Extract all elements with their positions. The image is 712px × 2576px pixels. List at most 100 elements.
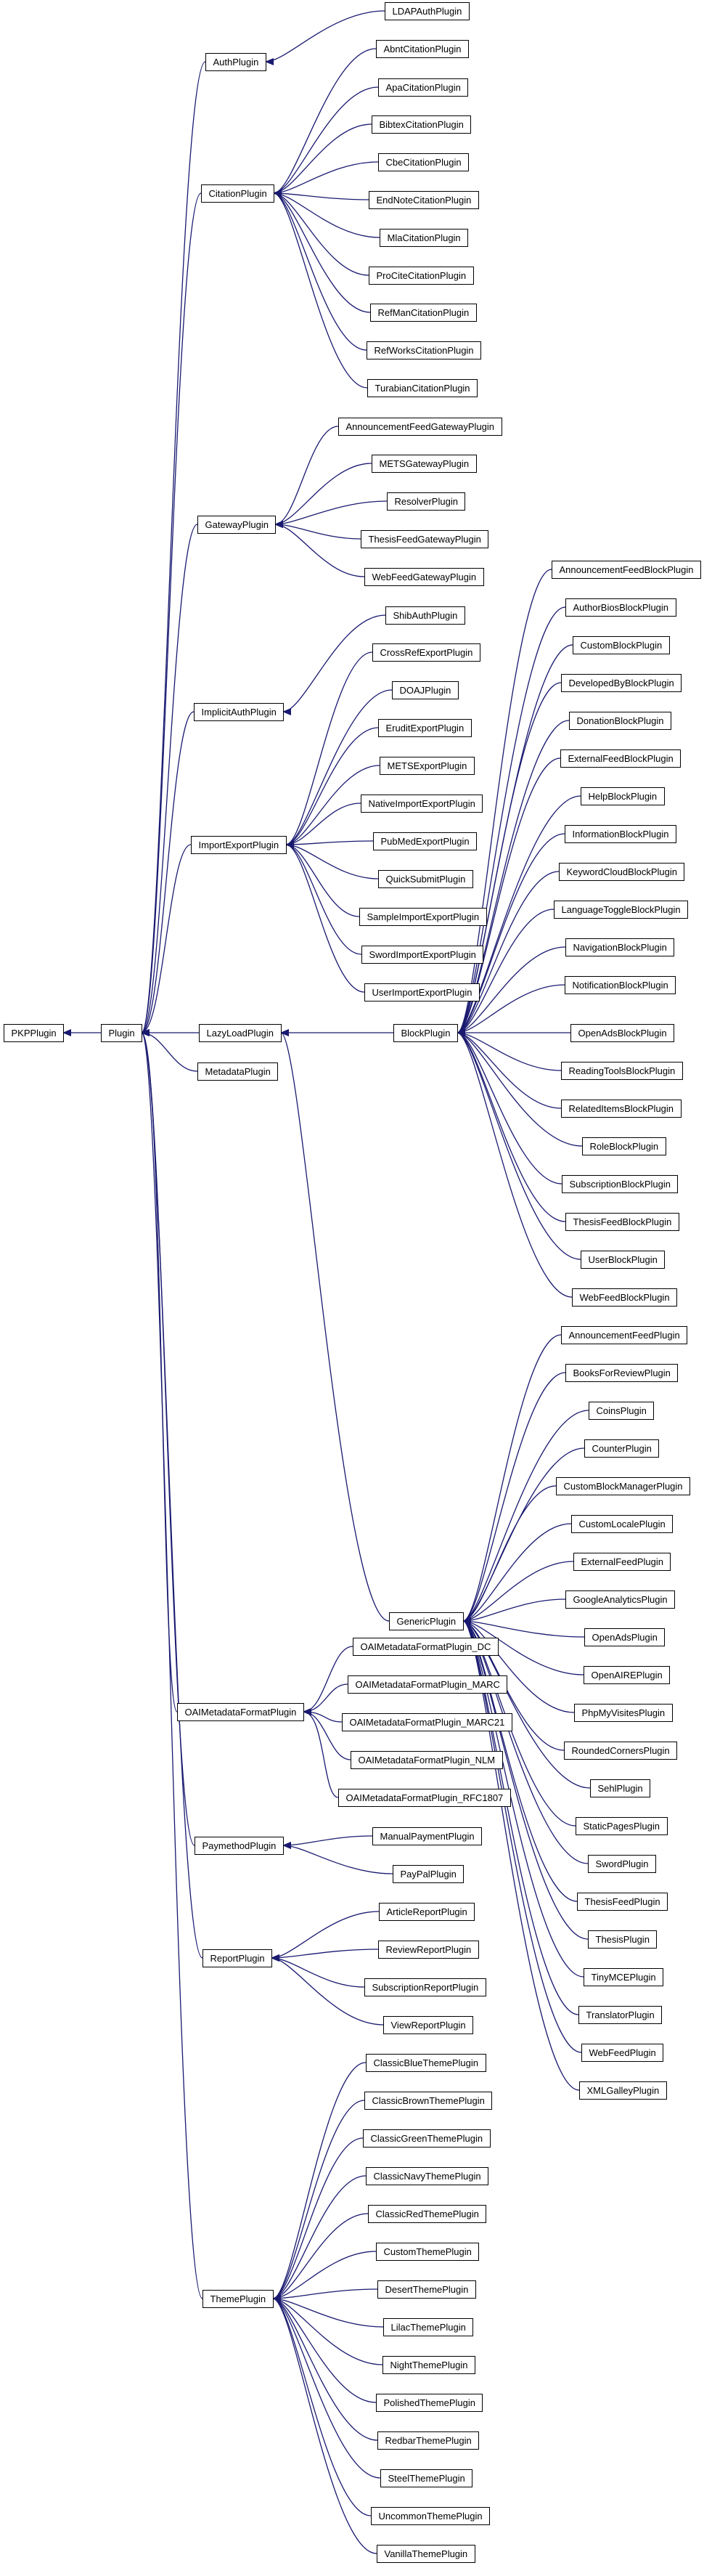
- node-label: PubMedExportPlugin: [381, 836, 470, 847]
- node-notification-block-plugin: NotificationBlockPlugin: [565, 976, 676, 994]
- node-box: [361, 795, 483, 813]
- node-box: [4, 1024, 64, 1042]
- edge-native-import-export-plugin-to-import-export-plugin: [285, 803, 361, 848]
- node-box: [202, 1949, 272, 1967]
- node-box: [377, 2545, 475, 2563]
- node-box: [584, 1439, 659, 1458]
- node-oai-metadata-format-plugin: OAIMetadataFormatPlugin: [177, 1703, 304, 1721]
- node-box: [363, 2129, 491, 2148]
- node-php-my-visites-plugin: PhpMyVisitesPlugin: [574, 1704, 673, 1722]
- edge-classic-green-theme-plugin-to-theme-plugin: [272, 2137, 364, 2302]
- node-cbe-citation-plugin: CbeCitationPlugin: [378, 153, 469, 171]
- node-implicit-auth-plugin: ImplicitAuthPlugin: [194, 703, 284, 721]
- node-label: OpenAdsBlockPlugin: [578, 1028, 667, 1039]
- node-label: ManualPaymentPlugin: [380, 1831, 475, 1842]
- node-label: OAIMetadataFormatPlugin_MARC: [356, 1679, 500, 1690]
- node-box: [380, 229, 468, 247]
- edge-turabian-citation-plugin-to-citation-plugin: [273, 190, 368, 389]
- node-box: [369, 191, 479, 209]
- node-label: StaticPagesPlugin: [584, 1821, 660, 1832]
- node-label: RedbarThemePlugin: [385, 2435, 472, 2446]
- node-label: UserBlockPlugin: [589, 1254, 658, 1265]
- node-label: OpenAIREPlugin: [592, 1670, 663, 1681]
- node-cross-ref-export-plugin: CrossRefExportPlugin: [372, 643, 480, 662]
- edge-open-aire-plugin-to-generic-plugin: [462, 1617, 584, 1675]
- edge-redbar-theme-plugin-to-theme-plugin: [272, 2295, 378, 2441]
- node-citation-plugin: CitationPlugin: [201, 184, 274, 203]
- node-import-export-plugin: ImportExportPlugin: [191, 836, 287, 854]
- node-announcement-feed-plugin: AnnouncementFeedPlugin: [561, 1326, 687, 1344]
- node-box: [564, 1742, 677, 1760]
- node-label: KeywordCloudBlockPlugin: [567, 866, 677, 877]
- edge-subscription-report-plugin-to-report-plugin: [271, 1954, 365, 1988]
- node-box: [378, 78, 468, 97]
- edge-classic-brown-theme-plugin-to-theme-plugin: [272, 2100, 365, 2302]
- node-label: OAIMetadataFormatPlugin_NLM: [359, 1755, 496, 1766]
- node-box: [561, 1062, 683, 1080]
- node-mla-citation-plugin: MlaCitationPlugin: [380, 229, 468, 247]
- edge-view-report-plugin-to-report-plugin: [271, 1954, 384, 2026]
- node-box: [353, 1638, 499, 1656]
- node-label: RoundedCornersPlugin: [572, 1745, 670, 1756]
- node-box: [380, 2469, 472, 2487]
- node-box: [579, 2081, 667, 2100]
- node-label: PayPalPlugin: [401, 1869, 457, 1880]
- node-label: AuthPlugin: [213, 57, 259, 68]
- node-google-analytics-plugin: GoogleAnalyticsPlugin: [565, 1590, 675, 1609]
- edge-developed-by-block-plugin-to-block-plugin: [457, 682, 562, 1036]
- node-box: [205, 53, 266, 71]
- edge-donation-block-plugin-to-block-plugin: [457, 720, 570, 1036]
- node-bibtex-citation-plugin: BibtexCitationPlugin: [372, 115, 471, 134]
- node-box: [393, 1024, 458, 1042]
- node-sword-plugin: SwordPlugin: [588, 1855, 656, 1873]
- node-quick-submit-plugin: QuickSubmitPlugin: [378, 870, 473, 888]
- node-open-ads-block-plugin: OpenAdsBlockPlugin: [570, 1024, 674, 1042]
- node-classic-navy-theme-plugin: ClassicNavyThemePlugin: [366, 2167, 488, 2185]
- node-related-items-block-plugin: RelatedItemsBlockPlugin: [561, 1100, 682, 1118]
- node-doaj-plugin: DOAJPlugin: [392, 681, 459, 699]
- node-label: DesertThemePlugin: [385, 2284, 469, 2295]
- node-label: ClassicGreenThemePlugin: [371, 2133, 483, 2144]
- node-box: [560, 749, 681, 768]
- node-label: RefManCitationPlugin: [378, 307, 470, 318]
- node-shib-auth-plugin: ShibAuthPlugin: [385, 606, 465, 625]
- node-classic-red-theme-plugin: ClassicRedThemePlugin: [368, 2205, 486, 2223]
- node-label: CrossRefExportPlugin: [380, 647, 473, 658]
- node-label: QuickSubmitPlugin: [386, 874, 466, 885]
- node-steel-theme-plugin: SteelThemePlugin: [380, 2469, 472, 2487]
- edge-subscription-block-plugin-to-block-plugin: [457, 1029, 562, 1185]
- node-keyword-cloud-block-plugin: KeywordCloudBlockPlugin: [559, 863, 684, 881]
- node-polished-theme-plugin: PolishedThemePlugin: [376, 2394, 483, 2412]
- edge-author-bios-block-plugin-to-block-plugin: [457, 606, 566, 1036]
- node-thesis-feed-block-plugin: ThesisFeedBlockPlugin: [565, 1213, 679, 1231]
- node-generic-plugin: GenericPlugin: [389, 1612, 464, 1630]
- node-label: ThesisPlugin: [596, 1934, 650, 1945]
- node-static-pages-plugin: StaticPagesPlugin: [576, 1817, 668, 1835]
- node-resolver-plugin: ResolverPlugin: [387, 492, 465, 511]
- node-label: ClassicRedThemePlugin: [376, 2209, 479, 2219]
- edge-sehl-plugin-to-generic-plugin: [462, 1617, 591, 1789]
- edge-erudit-export-plugin-to-import-export-plugin: [285, 727, 379, 848]
- node-label: XMLGalleyPlugin: [587, 2085, 660, 2096]
- node-counter-plugin: CounterPlugin: [584, 1439, 659, 1458]
- node-vanilla-theme-plugin: VanillaThemePlugin: [377, 2545, 475, 2563]
- node-box: [369, 267, 474, 285]
- node-label: ImportExportPlugin: [199, 840, 279, 850]
- edge-review-report-plugin-to-report-plugin: [271, 1949, 379, 1962]
- node-box: [581, 2044, 663, 2062]
- node-label: ClassicNavyThemePlugin: [374, 2171, 481, 2182]
- node-user-import-export-plugin: UserImportExportPlugin: [364, 983, 480, 1001]
- node-label: PaymethodPlugin: [202, 1840, 277, 1851]
- edge-lilac-theme-plugin-to-theme-plugin: [272, 2295, 384, 2328]
- node-label: GenericPlugin: [397, 1616, 457, 1627]
- node-box: [201, 184, 274, 203]
- node-label: EruditExportPlugin: [386, 723, 465, 734]
- node-box: [582, 1137, 666, 1155]
- node-label: PKPPlugin: [12, 1028, 57, 1039]
- node-label: ClassicBrownThemePlugin: [372, 2095, 485, 2106]
- edge-keyword-cloud-block-plugin-to-block-plugin: [457, 871, 560, 1036]
- node-navigation-block-plugin: NavigationBlockPlugin: [565, 938, 674, 956]
- node-label: TurabianCitationPlugin: [375, 383, 470, 394]
- node-label: AnnouncementFeedGatewayPlugin: [346, 421, 495, 432]
- edge-oai-metadata-format-plugin-to-plugin: [141, 1029, 178, 1712]
